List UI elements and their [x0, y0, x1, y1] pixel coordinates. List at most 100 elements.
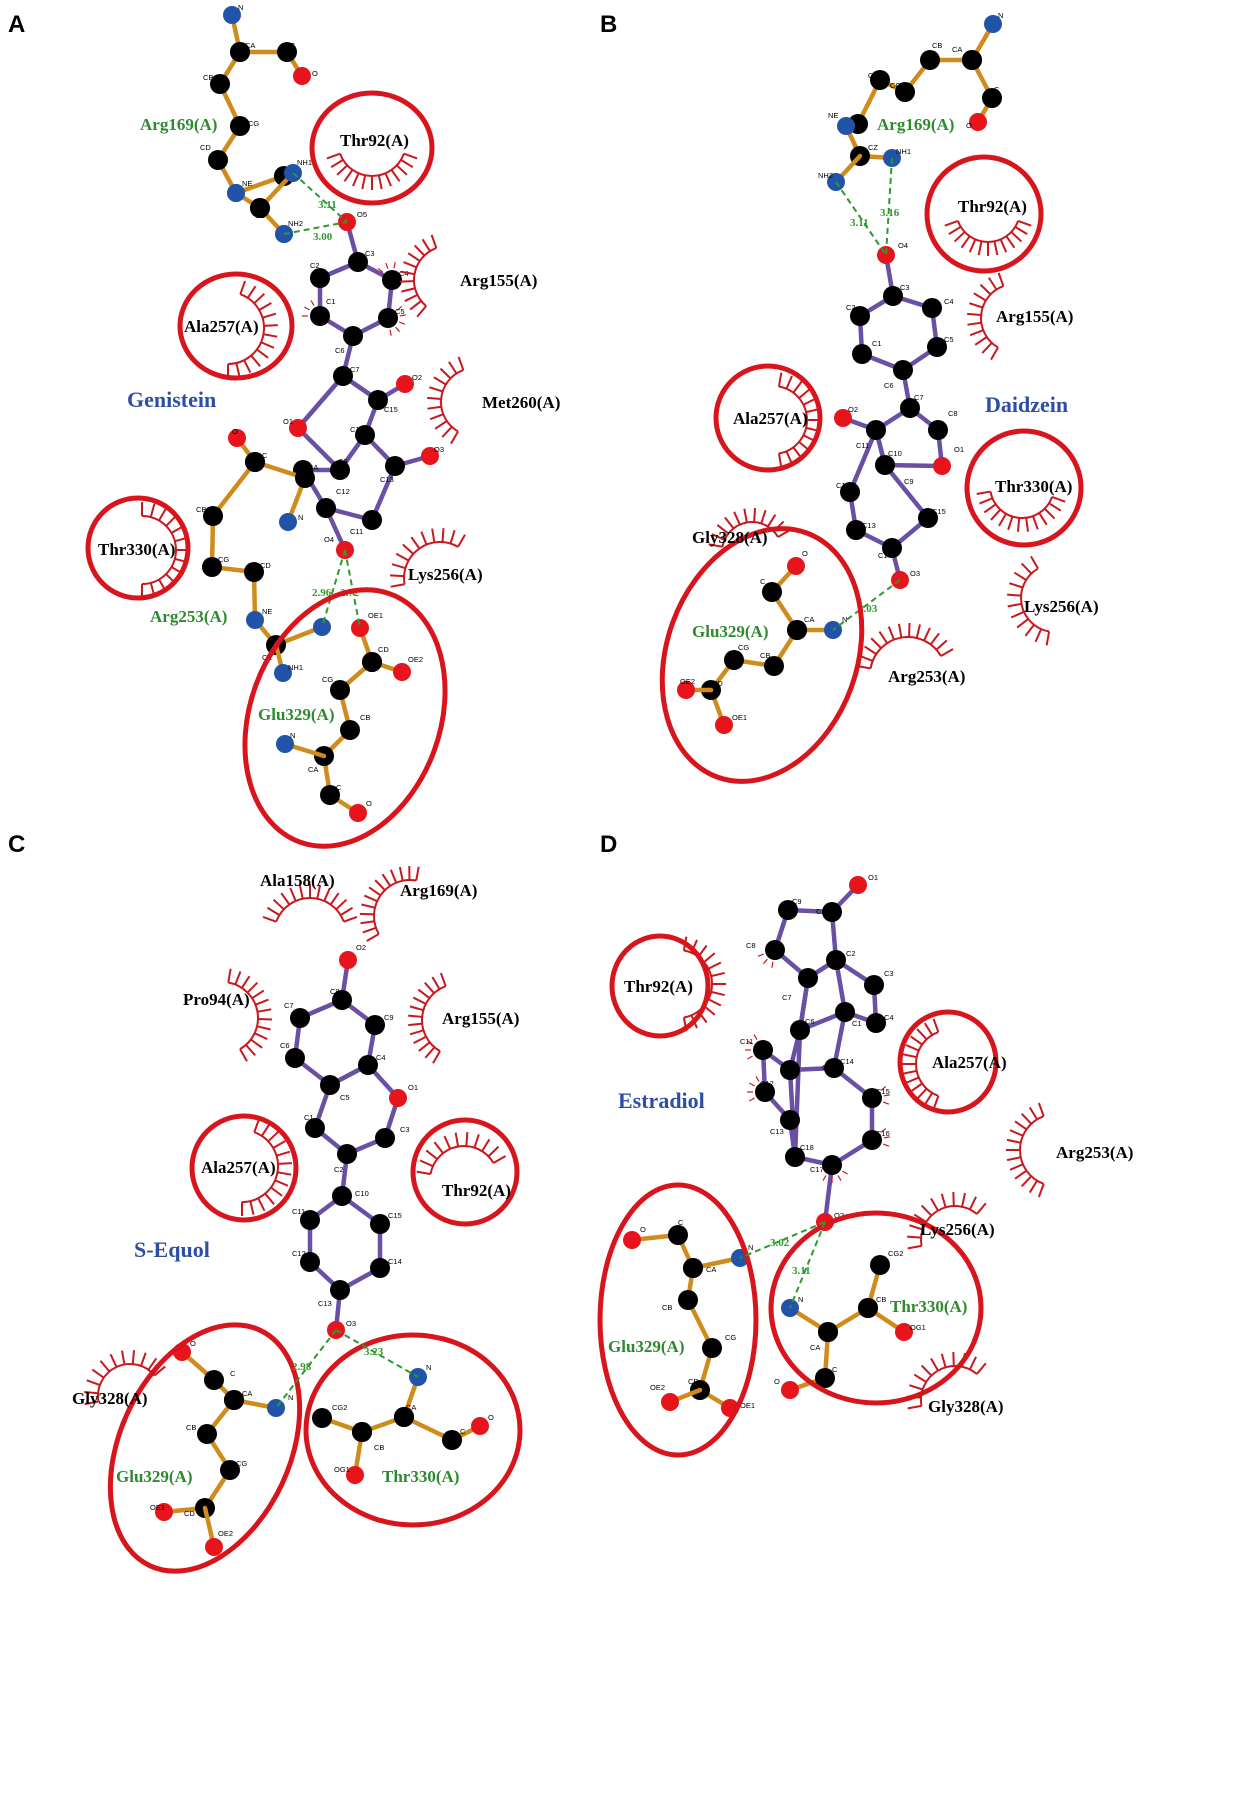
nitrogen-atom: [227, 184, 245, 202]
atom-label: CB: [662, 1303, 672, 1312]
carbon-atom: [244, 562, 264, 582]
highlight-circle: [85, 495, 191, 601]
atom-label: OG1: [334, 1465, 350, 1474]
carbon-atom: [764, 656, 784, 676]
atom-label: CG: [248, 119, 259, 128]
oxygen-atom: [351, 619, 369, 637]
atom-label: C9: [384, 1013, 394, 1022]
carbon-atom: [394, 1407, 414, 1427]
atom-label: CD: [378, 645, 389, 654]
atom-label: OE1: [150, 1503, 165, 1512]
contact-spike: [883, 1136, 890, 1139]
oxygen-atom: [389, 1089, 407, 1107]
oxygen-atom: [969, 113, 987, 131]
atom-label: CG: [725, 1333, 736, 1342]
highlight-circle: [924, 154, 1044, 274]
carbon-atom: [778, 900, 798, 920]
hydrophobic-contact-arc: [241, 1118, 292, 1216]
atom-label: C: [994, 85, 1000, 94]
atom-label: C9: [904, 477, 914, 486]
carbon-atom: [866, 1013, 886, 1033]
hydrophobic-contact-arc: [856, 622, 954, 670]
oxygen-atom: [346, 1466, 364, 1484]
contact-spike: [399, 321, 406, 325]
carbon-atom: [928, 420, 948, 440]
residue-label-arg155: Arg155(A): [442, 1009, 519, 1028]
residue-label-thr92: Thr92(A): [340, 131, 409, 150]
atom-label: O: [774, 1377, 780, 1386]
oxygen-atom: [228, 429, 246, 447]
residue-label-arg155: Arg155(A): [460, 271, 537, 290]
hydrophobic-contact-arc: [227, 968, 273, 1062]
carbon-atom: [753, 1040, 773, 1060]
carbon-atom: [668, 1225, 688, 1245]
contact-spike: [762, 958, 768, 965]
carbon-atom: [378, 308, 398, 328]
oxygen-atom: [393, 663, 411, 681]
carbon-atom: [818, 1322, 838, 1342]
highlight-circle: [107, 1322, 303, 1574]
distance-label: 3.02: [770, 1237, 790, 1249]
carbon-atom: [305, 1118, 325, 1138]
hydrophobic-contact-arc: [944, 220, 1032, 256]
carbon-atom: [312, 1408, 332, 1428]
atom-label: O5: [357, 210, 367, 219]
carbon-atom: [197, 1424, 217, 1444]
oxygen-atom: [877, 246, 895, 264]
contact-spike: [377, 267, 384, 273]
carbon-atom: [224, 1390, 244, 1410]
residue-label-thr330: Thr330(A): [995, 477, 1072, 496]
nitrogen-atom: [279, 513, 297, 531]
carbon-atom: [333, 366, 353, 386]
atom-label: NH1: [896, 147, 911, 156]
atom-label: C1: [326, 297, 336, 306]
contact-spike: [880, 1127, 887, 1133]
atom-label: C8: [746, 941, 756, 950]
carbon-atom: [895, 82, 915, 102]
atom-label: CD: [184, 1509, 195, 1518]
carbon-atom: [893, 360, 913, 380]
atom-label: N: [426, 1363, 431, 1372]
oxygen-atom: [289, 419, 307, 437]
carbon-atom: [852, 344, 872, 364]
carbon-atom: [862, 1130, 882, 1150]
residue-label-lys256: Lys256(A): [1024, 597, 1099, 616]
atom-label: C14: [350, 425, 364, 434]
hydrophobic-contact-arc: [360, 865, 420, 942]
carbon-atom: [822, 902, 842, 922]
carbon-atom: [348, 252, 368, 272]
atom-label: C9: [338, 457, 348, 466]
carbon-atom: [846, 520, 866, 540]
atom-label: C6: [280, 1041, 290, 1050]
atom-label: CB: [374, 1443, 384, 1452]
carbon-atom: [230, 116, 250, 136]
atom-label: CD: [868, 71, 879, 80]
panel-c: CAla158(A)Arg169(A)Pro94(A)Arg155(A)O2C8…: [8, 831, 523, 1574]
panel-letter: D: [600, 831, 617, 858]
hydrogen-bond: [739, 1221, 826, 1259]
panel-letter: B: [600, 11, 617, 38]
atom-label: C13: [318, 1299, 332, 1308]
hydrophobic-contact-arc: [399, 234, 438, 318]
atom-label: C12: [336, 487, 350, 496]
atom-label: CB: [360, 713, 370, 722]
atom-label: N: [998, 11, 1003, 20]
distance-label: 3.00: [313, 231, 333, 243]
atom-label: OE2: [680, 677, 695, 686]
atom-label: OE2: [408, 655, 423, 664]
panel-letter: C: [8, 831, 25, 858]
ligand-name: Genistein: [127, 387, 216, 412]
hydrophobic-contact-arc: [976, 490, 1066, 532]
carbon-atom: [920, 50, 940, 70]
atom-label: C3: [884, 969, 894, 978]
hydrophobic-contact-arc: [416, 1132, 507, 1176]
carbon-atom: [220, 1460, 240, 1480]
atom-label: CB: [203, 73, 213, 82]
atom-label: C2: [846, 303, 856, 312]
atom-label: C8: [948, 409, 958, 418]
carbon-atom: [310, 306, 330, 326]
nitrogen-atom: [274, 664, 292, 682]
carbon-atom: [362, 510, 382, 530]
residue-label-ala158: Ala158(A): [260, 871, 335, 890]
